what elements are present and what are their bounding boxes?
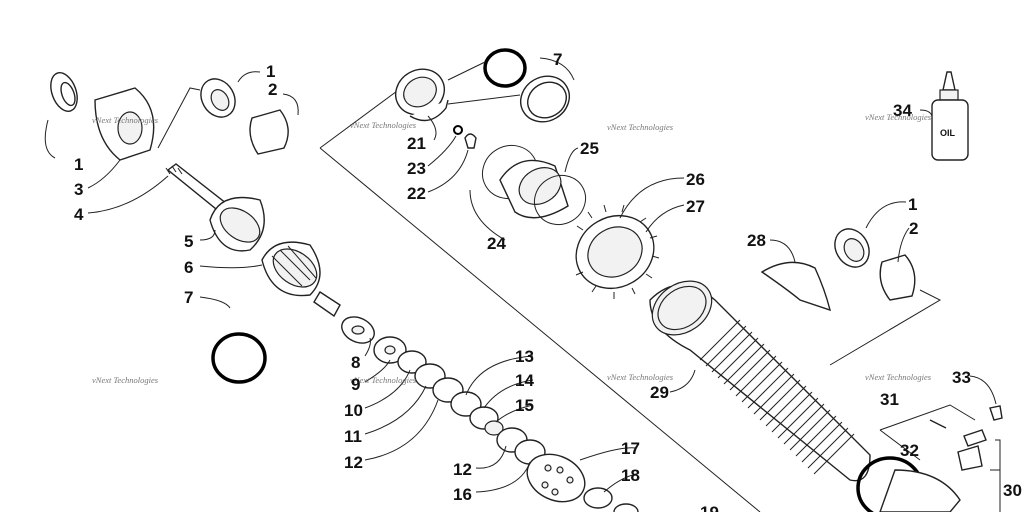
valve-core-30	[957, 429, 987, 471]
callout-8: 8	[351, 353, 360, 372]
callout-33: 33	[952, 368, 971, 387]
callout-14: 14	[515, 371, 534, 390]
shaft-end	[313, 291, 341, 318]
bushing-1-right	[834, 228, 870, 268]
seal-kit-24-25	[481, 144, 587, 226]
callout-29: 29	[650, 383, 669, 402]
callout-28: 28	[747, 231, 766, 250]
callout-15: 15	[515, 396, 534, 415]
washer-19	[613, 503, 639, 512]
callout-2: 2	[268, 80, 277, 99]
eye-mount-3	[94, 87, 155, 161]
sleeve-1-2-upper	[200, 78, 289, 155]
callout-21: 21	[407, 134, 426, 153]
watermarks: vNext Technologies vNext Technologies vN…	[92, 112, 932, 385]
callout-1: 1	[74, 155, 83, 174]
watermark-text: vNext Technologies	[865, 112, 932, 122]
shim-stack-8-16	[341, 316, 546, 465]
callout-19: 19	[700, 503, 719, 512]
watermark-text: vNext Technologies	[865, 372, 932, 382]
o-ring-7-mid	[483, 48, 527, 88]
washer-18	[583, 487, 613, 509]
o-ring-7-left	[211, 332, 267, 384]
callout-31: 31	[880, 390, 899, 409]
callout-27: 27	[686, 197, 705, 216]
callout-25: 25	[580, 139, 599, 158]
callout-2: 2	[909, 219, 918, 238]
valve-22	[464, 133, 477, 149]
callout-1: 1	[908, 195, 917, 214]
callout-16: 16	[453, 485, 472, 504]
watermark-text: vNext Technologies	[350, 120, 417, 130]
spring-nut-26-27	[575, 204, 660, 299]
callout-4: 4	[74, 205, 84, 224]
callout-11: 11	[344, 427, 362, 446]
bushing-left-upper	[50, 72, 78, 112]
callout-7: 7	[553, 50, 562, 69]
callout-18: 18	[621, 466, 640, 485]
watermark-text: vNext Technologies	[92, 115, 159, 125]
callout-17: 17	[621, 439, 640, 458]
snap-ring-23	[453, 125, 463, 135]
reservoir-30	[856, 456, 961, 512]
shock-body-29	[649, 280, 871, 482]
callout-24: 24	[487, 234, 506, 253]
cap-33	[989, 405, 1003, 421]
seal-ring-7-right	[520, 75, 570, 123]
watermark-text: vNext Technologies	[607, 372, 674, 382]
callout-12: 12	[453, 460, 472, 479]
callout-26: 26	[686, 170, 705, 189]
shaft-body-5	[209, 196, 265, 252]
spring-guard-28	[760, 261, 831, 312]
callout-7: 7	[184, 288, 193, 307]
callout-30: 30	[1003, 481, 1022, 500]
callout-13: 13	[515, 347, 534, 366]
callout-12: 12	[344, 453, 363, 472]
leader-lines	[44, 57, 997, 493]
callout-numbers: 1 2 1 3 4 5 6 7 8 9 10 11 12 13 14 15 12…	[74, 50, 1022, 512]
watermark-text: vNext Technologies	[607, 122, 674, 132]
callout-32: 32	[900, 441, 919, 460]
callout-23: 23	[407, 159, 426, 178]
callout-10: 10	[344, 401, 363, 420]
oil-bottle-34	[931, 71, 969, 161]
watermark-text: vNext Technologies	[92, 375, 159, 385]
callout-5: 5	[184, 232, 193, 251]
oil-bottle-label: OIL	[940, 128, 956, 138]
callout-22: 22	[407, 184, 426, 203]
callout-1: 1	[266, 62, 275, 81]
watermark-text: vNext Technologies	[350, 375, 417, 385]
callout-34: 34	[893, 101, 912, 120]
o-ring-32	[929, 419, 947, 429]
callout-3: 3	[74, 180, 83, 199]
sleeve-2-right	[879, 254, 916, 301]
callout-6: 6	[184, 258, 193, 277]
bearing-6	[261, 241, 321, 297]
callout-9: 9	[351, 375, 360, 394]
reservoir-cap-21	[395, 68, 449, 122]
